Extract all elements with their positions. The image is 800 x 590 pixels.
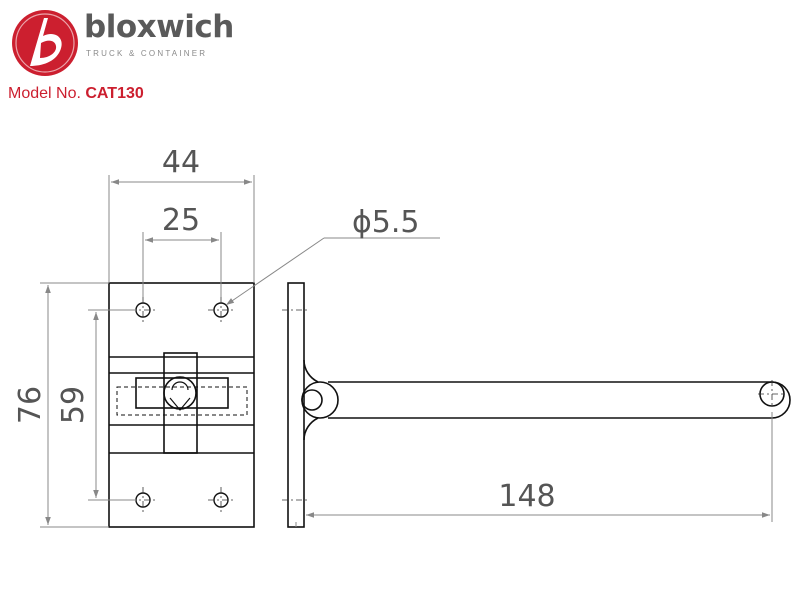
latch-knob [163, 376, 197, 410]
side-plate [287, 282, 305, 528]
brand-tagline: TRUCK & CONTAINER [86, 49, 208, 58]
dim-hole-diameter: ϕ5.5 [352, 205, 420, 240]
dim-hole-spacing-horizontal: 25 [162, 203, 200, 238]
dim-hole-spacing-vertical: 59 [56, 386, 91, 424]
model-label: Model No. [8, 85, 81, 102]
pivot-outer [301, 381, 339, 419]
front-view [108, 282, 255, 528]
dim-plate-width: 44 [162, 145, 200, 180]
center-lines [130, 297, 234, 513]
pivot-inner [301, 389, 323, 411]
mounting-holes [135, 302, 229, 508]
brand-name: bloxwich [84, 9, 234, 45]
bloxwich-logo [12, 10, 78, 76]
model-number-line: Model No. CAT130 [8, 86, 144, 102]
mounting-plate [108, 282, 255, 528]
dim-plate-height: 76 [13, 386, 48, 424]
model-number: CAT130 [85, 85, 144, 102]
strap [163, 352, 198, 454]
dim-arm-length: 148 [498, 479, 555, 514]
dimension-lines [40, 175, 773, 528]
